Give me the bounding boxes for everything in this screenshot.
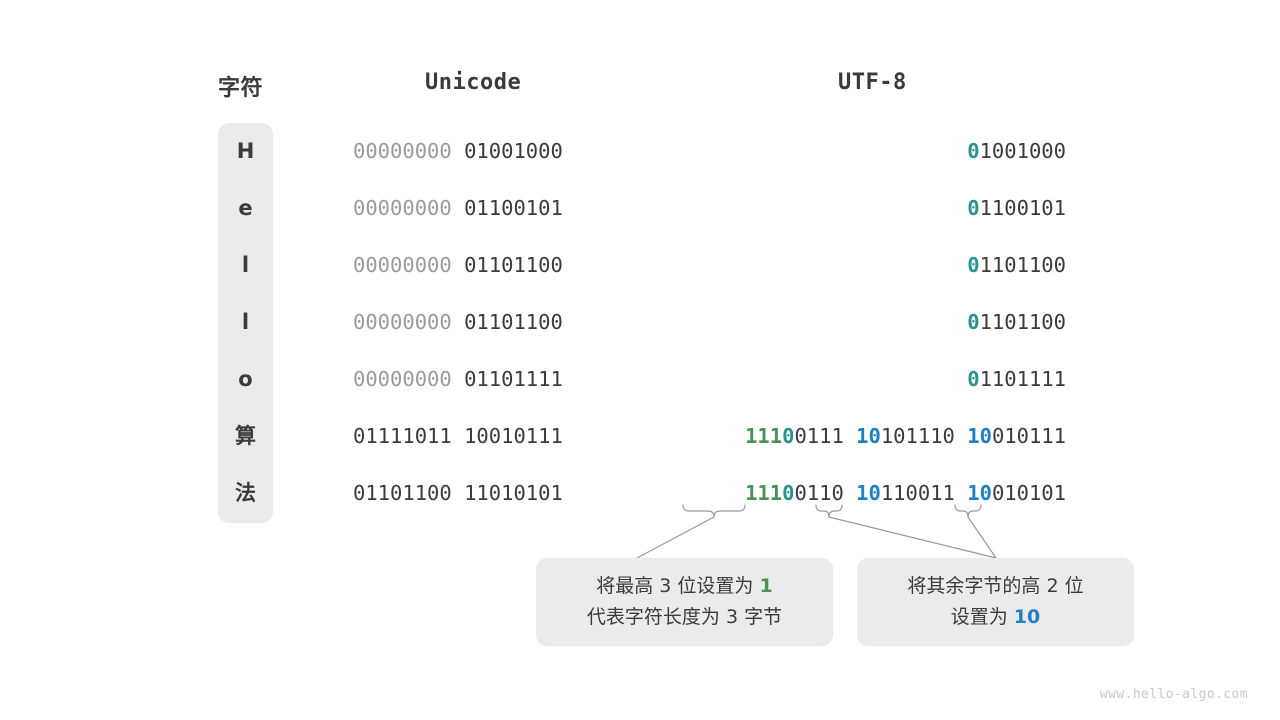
callout-left-l1-seg-1: 1 — [759, 575, 773, 597]
unicode-bits-seg-2: 10010111 — [464, 424, 563, 448]
column-header-utf8: UTF-8 — [838, 70, 907, 95]
utf8-bits: 11100111 10101110 10010111 — [745, 408, 1066, 465]
callout-continuation-bits: 将其余字节的高 2 位 设置为 10 — [857, 558, 1134, 646]
callout-left-l1-seg-0: 将最高 3 位设置为 — [596, 575, 760, 597]
unicode-bits: 00000000 01100101 — [353, 180, 563, 237]
callout-left-l2-seg-0: 代表字符长度为 3 字节 — [586, 606, 783, 628]
callout-left-line-1: 将最高 3 位设置为 1 — [596, 571, 772, 602]
callout-right-line-1: 将其余字节的高 2 位 — [907, 571, 1083, 602]
character-cell: H — [236, 139, 255, 163]
utf8-bits-seg-1: 0 — [782, 424, 795, 448]
utf8-bits-seg-0: 0 — [967, 139, 980, 163]
utf8-bits: 01001000 — [967, 123, 1066, 180]
watermark: www.hello-algo.com — [1099, 687, 1248, 702]
character-column-pill — [218, 123, 273, 523]
unicode-bits: 00000000 01101100 — [353, 237, 563, 294]
unicode-bits: 01111011 10010111 — [353, 408, 563, 465]
utf8-bits-seg-6 — [955, 424, 967, 448]
unicode-bits-seg-1 — [452, 424, 464, 448]
callout-right-line-2: 设置为 10 — [951, 602, 1041, 633]
unicode-bits-seg-0: 00000000 — [353, 310, 452, 334]
unicode-bits-seg-0: 00000000 — [353, 139, 452, 163]
character-cell: l — [241, 310, 250, 334]
utf8-bits: 01101100 — [967, 237, 1066, 294]
utf8-bits-seg-8: 010101 — [991, 481, 1066, 505]
utf8-bits-seg-0: 0 — [967, 310, 980, 334]
character-cell: 法 — [235, 481, 256, 505]
utf8-bits-seg-1: 1101111 — [979, 367, 1066, 391]
utf8-bits-seg-1: 0 — [782, 481, 795, 505]
callout-leading-bits: 将最高 3 位设置为 1 代表字符长度为 3 字节 — [536, 558, 833, 646]
utf8-bits-seg-7: 10 — [967, 481, 992, 505]
unicode-bits: 00000000 01101100 — [353, 294, 563, 351]
utf8-bits-seg-1: 1001000 — [979, 139, 1066, 163]
utf8-bits-seg-4: 10 — [856, 424, 881, 448]
unicode-bits-seg-1 — [452, 310, 464, 334]
unicode-bits: 00000000 01001000 — [353, 123, 563, 180]
unicode-bits-seg-1 — [452, 481, 464, 505]
unicode-bits: 01101100 11010101 — [353, 465, 563, 522]
unicode-bits-seg-2: 01101100 — [464, 310, 563, 334]
utf8-bits: 01100101 — [967, 180, 1066, 237]
utf8-bits-seg-3 — [844, 481, 856, 505]
utf8-bits-seg-5: 101110 — [880, 424, 955, 448]
unicode-bits-seg-2: 01101111 — [464, 367, 563, 391]
utf8-bits-seg-1: 1101100 — [979, 310, 1066, 334]
callout-right-l2-seg-0: 设置为 — [950, 606, 1014, 628]
unicode-bits-seg-2: 01101100 — [464, 253, 563, 277]
utf8-bits-seg-0: 111 — [745, 481, 783, 505]
utf8-bits-seg-1: 1101100 — [979, 253, 1066, 277]
unicode-bits-seg-2: 11010101 — [464, 481, 563, 505]
unicode-bits-seg-0: 01101100 — [353, 481, 452, 505]
character-cell: l — [241, 253, 250, 277]
utf8-bits-seg-0: 0 — [967, 367, 980, 391]
utf8-bits-seg-4: 10 — [856, 481, 881, 505]
character-cell: o — [238, 367, 253, 391]
utf8-bits-seg-1: 1100101 — [979, 196, 1066, 220]
column-header-character: 字符 — [218, 76, 264, 101]
unicode-bits-seg-0: 00000000 — [353, 367, 452, 391]
unicode-bits-seg-0: 00000000 — [353, 196, 452, 220]
utf8-bits: 01101100 — [967, 294, 1066, 351]
column-header-unicode: Unicode — [425, 70, 522, 95]
callout-right-l2-seg-1: 10 — [1013, 606, 1041, 628]
utf8-bits-seg-2: 0110 — [794, 481, 844, 505]
utf8-bits: 11100110 10110011 10010101 — [745, 465, 1066, 522]
utf8-bits-seg-2: 0111 — [794, 424, 844, 448]
utf8-bits: 01101111 — [967, 351, 1066, 408]
utf8-bits-seg-0: 111 — [745, 424, 783, 448]
character-cell: e — [238, 196, 253, 220]
unicode-bits-seg-0: 00000000 — [353, 253, 452, 277]
utf8-bits-seg-0: 0 — [967, 253, 980, 277]
utf8-bits-seg-0: 0 — [967, 196, 980, 220]
unicode-bits-seg-1 — [452, 367, 464, 391]
utf8-bits-seg-6 — [955, 481, 967, 505]
utf8-bits-seg-3 — [844, 424, 856, 448]
character-cell: 算 — [235, 424, 256, 448]
unicode-bits: 00000000 01101111 — [353, 351, 563, 408]
callout-left-line-2: 代表字符长度为 3 字节 — [587, 602, 782, 633]
unicode-bits-seg-1 — [452, 196, 464, 220]
unicode-bits-seg-0: 01111011 — [353, 424, 452, 448]
unicode-bits-seg-1 — [452, 139, 464, 163]
unicode-bits-seg-1 — [452, 253, 464, 277]
utf8-bits-seg-8: 010111 — [991, 424, 1066, 448]
callout-right-l1-seg-0: 将其余字节的高 2 位 — [907, 575, 1084, 597]
utf8-bits-seg-5: 110011 — [880, 481, 955, 505]
unicode-bits-seg-2: 01001000 — [464, 139, 563, 163]
unicode-bits-seg-2: 01100101 — [464, 196, 563, 220]
utf8-bits-seg-7: 10 — [967, 424, 992, 448]
